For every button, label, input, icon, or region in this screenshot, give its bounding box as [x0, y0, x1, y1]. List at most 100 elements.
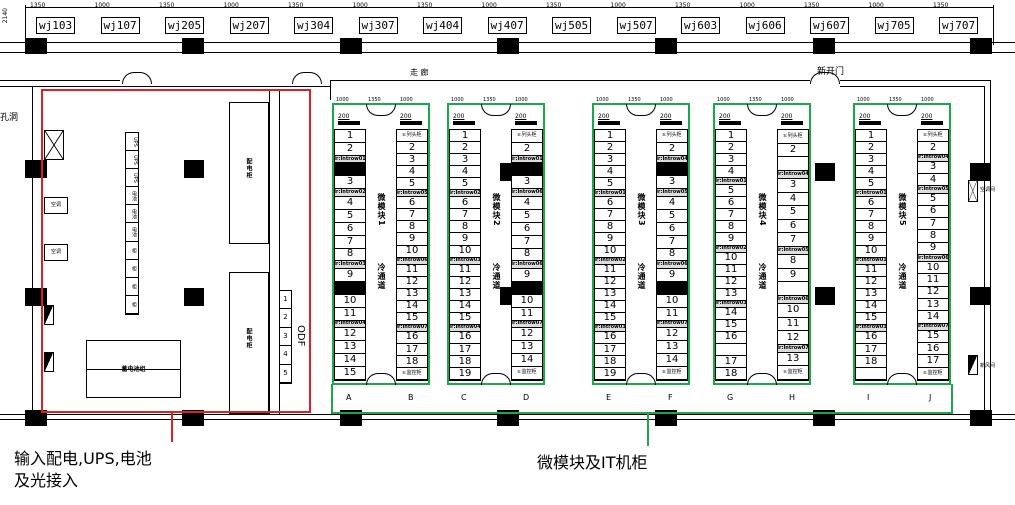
- cabinet: 7: [397, 209, 427, 222]
- cabinet: 14: [918, 311, 948, 324]
- cabinet: 11: [335, 308, 365, 321]
- dimension-label: 1350: [30, 2, 46, 9]
- pillar: [340, 410, 362, 426]
- cabinet: 9: [918, 243, 948, 255]
- introw-cooler: ir:Introw07: [396, 324, 428, 332]
- introw-cooler: ir:Introw07: [917, 323, 949, 331]
- battery-cabinet: 电池: [126, 223, 138, 242]
- column-head-bar: [719, 121, 741, 125]
- cabinet: 5: [716, 185, 746, 198]
- cabinet-monitor: s:监控柜: [397, 368, 427, 381]
- pillar: [182, 410, 204, 426]
- module-top-dimension: 200: [598, 113, 610, 120]
- cabinet: 3: [335, 176, 365, 190]
- pillar: [970, 38, 992, 54]
- cabinet: 13: [335, 341, 365, 355]
- cable-hole: [44, 130, 64, 160]
- cabinet-monitor: s:监控柜: [512, 367, 542, 380]
- column-label: G: [727, 393, 734, 402]
- battery-cabinet: UPS: [126, 133, 138, 152]
- module-dimension: 1000: [336, 97, 349, 103]
- battery-cabinet: 柜: [126, 296, 138, 314]
- cabinet: 5: [778, 206, 808, 220]
- cabinet: 13: [778, 353, 808, 367]
- cabinet: 2: [595, 142, 625, 155]
- wall-line: [990, 80, 991, 420]
- module-dimension: 1350: [368, 97, 381, 103]
- pillar: [970, 163, 990, 181]
- module-dimension: 1000: [857, 97, 870, 103]
- cabinet: 15: [716, 320, 746, 332]
- cabinet: 15: [856, 313, 886, 325]
- dimension-label: 1000: [610, 2, 626, 9]
- cabinet: 9: [397, 233, 427, 246]
- column-head-bar: [400, 121, 422, 125]
- cabinet: 5: [512, 210, 542, 223]
- dimension-line: [25, 7, 993, 8]
- pillar: [815, 287, 835, 305]
- cabinet: 8: [778, 255, 808, 269]
- cabinet: 14: [397, 301, 427, 313]
- wj-label: wj205: [165, 17, 205, 34]
- battery-box-label: 蓄电池组: [121, 366, 146, 373]
- fire-extinguisher-icon: [44, 352, 54, 372]
- module-dimension: 1350: [483, 97, 496, 103]
- cabinet-monitor: s:监控柜: [778, 366, 808, 381]
- cabinet: 3: [856, 154, 886, 167]
- introw-cooler: ir:Introw06: [656, 261, 688, 269]
- cabinet: 12: [716, 277, 746, 289]
- cabinet: 5: [657, 210, 687, 223]
- battery-cabinet: 柜: [126, 260, 138, 278]
- cabinet: 2: [918, 142, 948, 155]
- column-head-bar: [660, 121, 682, 125]
- dimension-label: 1350: [159, 2, 175, 9]
- dimension-label: 1000: [868, 2, 884, 9]
- cabinet: 2: [657, 143, 687, 156]
- pillar: [512, 281, 542, 295]
- wj-label: wj304: [294, 17, 334, 34]
- cabinet: 3: [512, 176, 542, 190]
- cabinet: 15: [335, 367, 365, 380]
- introw-cooler: ir:Introw04: [449, 324, 481, 332]
- introw-cooler: ir:Introw04: [334, 320, 366, 329]
- cabinet: 2: [856, 142, 886, 155]
- cabinet: 11: [778, 318, 808, 332]
- fire-extinguisher-icon: [968, 355, 978, 375]
- pillar: [497, 38, 519, 54]
- wj-label: wj107: [100, 17, 140, 34]
- cabinet: 13: [918, 299, 948, 312]
- pillar: [970, 287, 990, 305]
- module-dimension: 1000: [660, 97, 673, 103]
- module-dimension: 1000: [596, 97, 609, 103]
- wall-line: [330, 80, 331, 100]
- introw-cooler: ir:Introw03: [594, 324, 626, 332]
- cabinet: 2: [335, 143, 365, 156]
- cabinet: 7: [657, 236, 687, 249]
- wall-line: [330, 80, 810, 81]
- cabinet: 8: [335, 249, 365, 262]
- cabinet: 19: [450, 368, 480, 381]
- cabinet: 11: [657, 308, 687, 321]
- dimension-label: 1350: [417, 2, 433, 9]
- dimension-label: 1350: [675, 2, 691, 9]
- cold-aisle-label: 冷通道: [637, 263, 646, 290]
- cabinet: 1: [335, 130, 365, 143]
- module-dimension: 1350: [628, 97, 641, 103]
- module-dimension: 1000: [781, 97, 794, 103]
- introw-cooler: ir:Introw06: [777, 295, 809, 304]
- module-dimension: 1000: [400, 97, 413, 103]
- dimension-label: 1000: [352, 2, 368, 9]
- cabinet: 18: [595, 356, 625, 369]
- cabinet: 12: [450, 277, 480, 289]
- introw-cooler: ir:Introw02: [334, 189, 366, 197]
- cabinet: 17: [397, 344, 427, 357]
- cabinet: 6: [657, 223, 687, 236]
- cabinet: 10: [778, 304, 808, 318]
- pillar: [813, 38, 835, 54]
- wall-line: [0, 80, 120, 81]
- cabinet: 10: [918, 262, 948, 275]
- cabinet: 3: [450, 154, 480, 167]
- introw-cooler: ir:Introw05: [396, 189, 428, 198]
